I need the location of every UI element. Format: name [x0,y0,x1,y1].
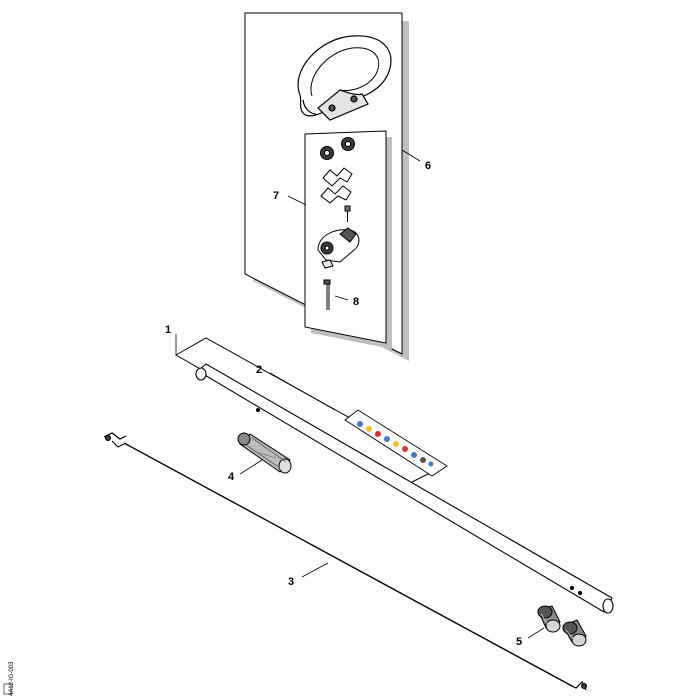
loop-handle [297,35,392,121]
leader-6 [401,149,421,162]
callout-3: 3 [288,576,294,588]
clamp-plate-lower [320,185,352,204]
bushing-lower [562,619,587,647]
drive-tube-assembly [174,337,442,487]
callout-4: 4 [228,471,235,483]
callouts: 1 2 3 4 5 6 7 8 [165,160,522,648]
square-nut [321,259,334,269]
callout-8: 8 [353,296,359,308]
handle-clamp [317,227,360,263]
nut-right [341,137,355,151]
clamp-plate-upper [322,167,353,187]
callout-2: 2 [256,364,262,376]
leader-8 [334,295,349,301]
short-screw [344,205,351,222]
leader-5 [527,627,545,639]
reference-code-box [3,683,12,695]
long-bolt [323,279,331,310]
damper-sleeve [237,432,292,474]
callout-5: 5 [516,636,522,648]
leader-3 [301,562,329,578]
flex-drive-shaft [103,432,587,691]
warning-label-decal [344,409,448,477]
hardware-parts [317,137,360,310]
callout-1: 1 [165,324,171,336]
leader-4 [239,459,263,475]
leader-7 [287,195,307,206]
callout-6: 6 [425,160,431,172]
leader-lines [175,149,545,639]
reference-code: 4A12-IG-003 [3,661,15,696]
nut-left [320,146,334,160]
leader-2 [269,372,336,411]
callout-7: 7 [273,190,279,202]
reference-code-text: 4A12-IG-003 [9,661,15,696]
bushing-upper [537,605,561,633]
drive-tube [195,363,614,614]
